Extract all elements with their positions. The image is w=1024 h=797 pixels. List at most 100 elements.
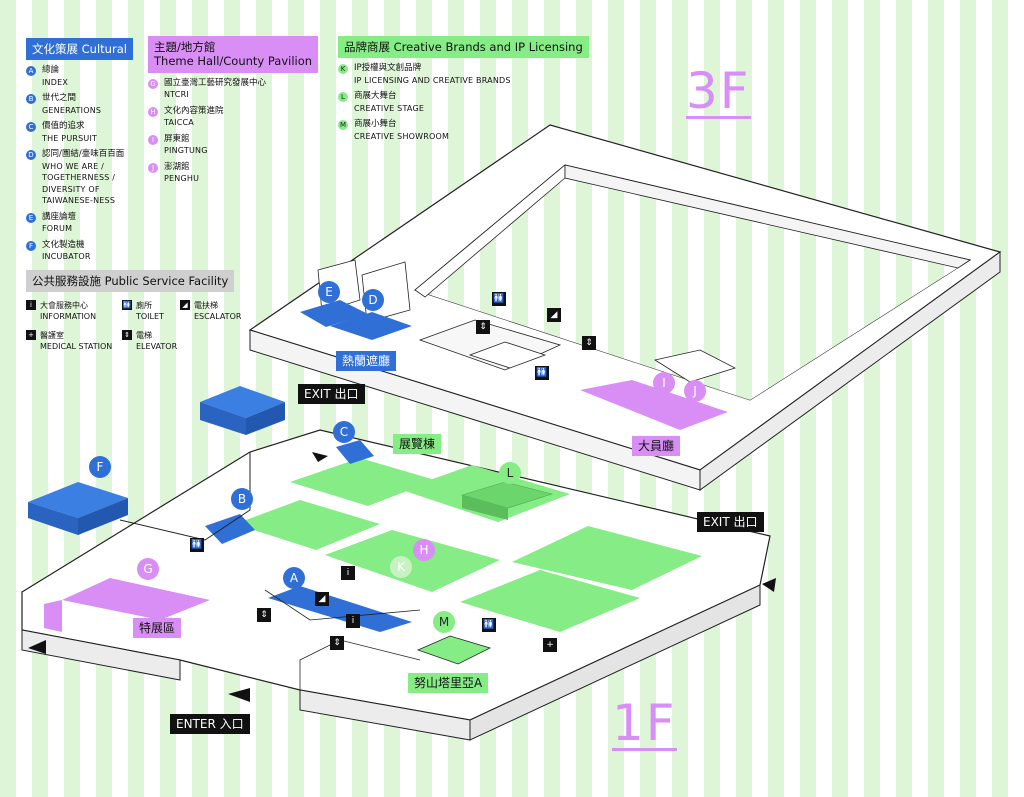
toilet-icon: 🚻 [122,300,132,311]
3f-courtyard-stripes [415,165,970,400]
legend-j-en: PENGHU [164,174,200,184]
marker-j: J [684,380,706,402]
1f-green-block-4 [325,530,500,592]
1f-block-outside-top [200,386,285,418]
legend-f-en: INCUBATOR [42,252,91,262]
3f-inner-wall-top [564,164,971,269]
1f-wall-mid [264,589,421,621]
legend-e-en: FORUM [42,224,73,234]
legend-h-zh: 文化內容策進院 [164,105,224,116]
facility-information-zh: 大會服務中心 [40,301,88,311]
badge-g-icon: G [148,78,158,89]
legend-g-en: NTCRI [164,90,189,100]
badge-i-icon: I [148,134,158,145]
arrow-exit-right [762,578,776,592]
label-hall-3f-blue: 熱蘭遮廳 [336,351,397,372]
label-enter: ENTER 入口 [170,714,250,735]
map-3f-toilet-icon-2: 🚻 [535,366,549,380]
legend-k-zh: IP授權與文創品牌 [354,63,422,74]
legend-a-zh: 總論 [42,65,60,76]
1f-block-f-side2 [78,498,128,535]
3f-blue-hall-e [300,300,368,327]
map-3f-escalator-icon: ◢ [547,308,561,322]
1f-showroom-m [416,635,492,665]
legend-a-en: INDEX [42,77,69,87]
1f-block-outside-side2 [246,402,285,435]
floor-title-1f: 1F [612,694,677,752]
legend-i-en: PINGTUNG [164,146,208,156]
facility-information-en: INFORMATION [40,312,97,322]
legend-brands: 品牌商展 Creative Brands and IP Licensing K … [338,36,608,142]
legend-theme-header: 主題/地方館 Theme Hall/County Pavilion [148,36,319,73]
facility-escalator-zh: 電扶梯 [194,301,218,311]
1f-right-face [469,584,761,741]
marker-d: D [362,289,384,311]
floor-3f-text: 3F [686,62,751,120]
1f-block-outside-side [200,402,246,435]
legend-g-zh: 國立臺灣工藝研究發展中心 [164,77,267,88]
badge-c-icon: C [26,122,36,133]
legend-c-en: THE PURSUIT [42,133,98,143]
legend-d-en: WHO WE ARE / TOGETHERNESS / DIVERSITY OF… [42,161,116,206]
1f-blue-area-c [336,440,374,464]
map-3f-elevator-icon: ⇕ [476,320,490,334]
floor-3f-building [248,124,1002,491]
marker-e: E [318,281,340,303]
map-toilet-icon: 🚻 [190,538,204,552]
legend-theme-header-en: Theme Hall/County Pavilion [154,54,313,69]
label-nusantara: 努山塔里亞A [408,673,489,694]
marker-m: M [433,611,455,633]
label-special-area: 特展區 [133,618,182,639]
1f-blue-area-a [268,586,412,632]
label-hall-3f-pink: 大員廳 [632,436,681,457]
3f-core-inner [468,341,547,369]
1f-green-block-5 [512,526,702,590]
badge-j-icon: J [148,162,158,173]
label-exit-right: EXIT 出口 [697,512,764,533]
marker-l: L [499,462,521,484]
information-icon: i [26,300,36,311]
facility-elevator-zh: 電梯 [136,331,152,341]
legend-m-zh: 商展小舞台 [354,119,397,130]
badge-e-icon: E [26,212,36,223]
marker-h: H [413,539,435,561]
label-exhibit-building: 展覽棟 [393,434,442,455]
3f-pink-hall [580,380,728,430]
arrow-exit-top [312,452,328,462]
legend-theme: 主題/地方館 Theme Hall/County Pavilion G 國立臺灣… [148,36,328,185]
map-3f-elevator-icon-2: ⇕ [582,336,596,350]
floor-1f-text: 1F [612,694,677,752]
1f-front-face [21,629,181,681]
facility-medical-zh: 醫護室 [40,331,64,341]
legend-brands-header: 品牌商展 Creative Brands and IP Licensing [338,36,589,59]
1f-block-f-top [28,482,128,518]
medical-icon: + [26,330,36,341]
facility-escalator-en: ESCALATOR [194,312,242,322]
1f-wall-south [299,639,421,690]
map-information-icon-2: i [346,614,360,628]
arrow-enter [228,688,250,702]
1f-stage-l-top [460,481,554,509]
badge-h-icon: H [148,106,158,117]
legend-b-zh: 世代之間 [42,93,77,104]
legend-f-zh: 文化製造機 [42,239,85,250]
facility-elevator-en: ELEVATOR [136,342,178,352]
label-exit-top: EXIT 出口 [298,384,365,405]
badge-k-icon: K [338,64,348,75]
map-3f-toilet-icon: 🚻 [492,292,506,306]
3f-right-face [699,251,1001,491]
facility-toilet-en: TOILET [136,312,164,322]
